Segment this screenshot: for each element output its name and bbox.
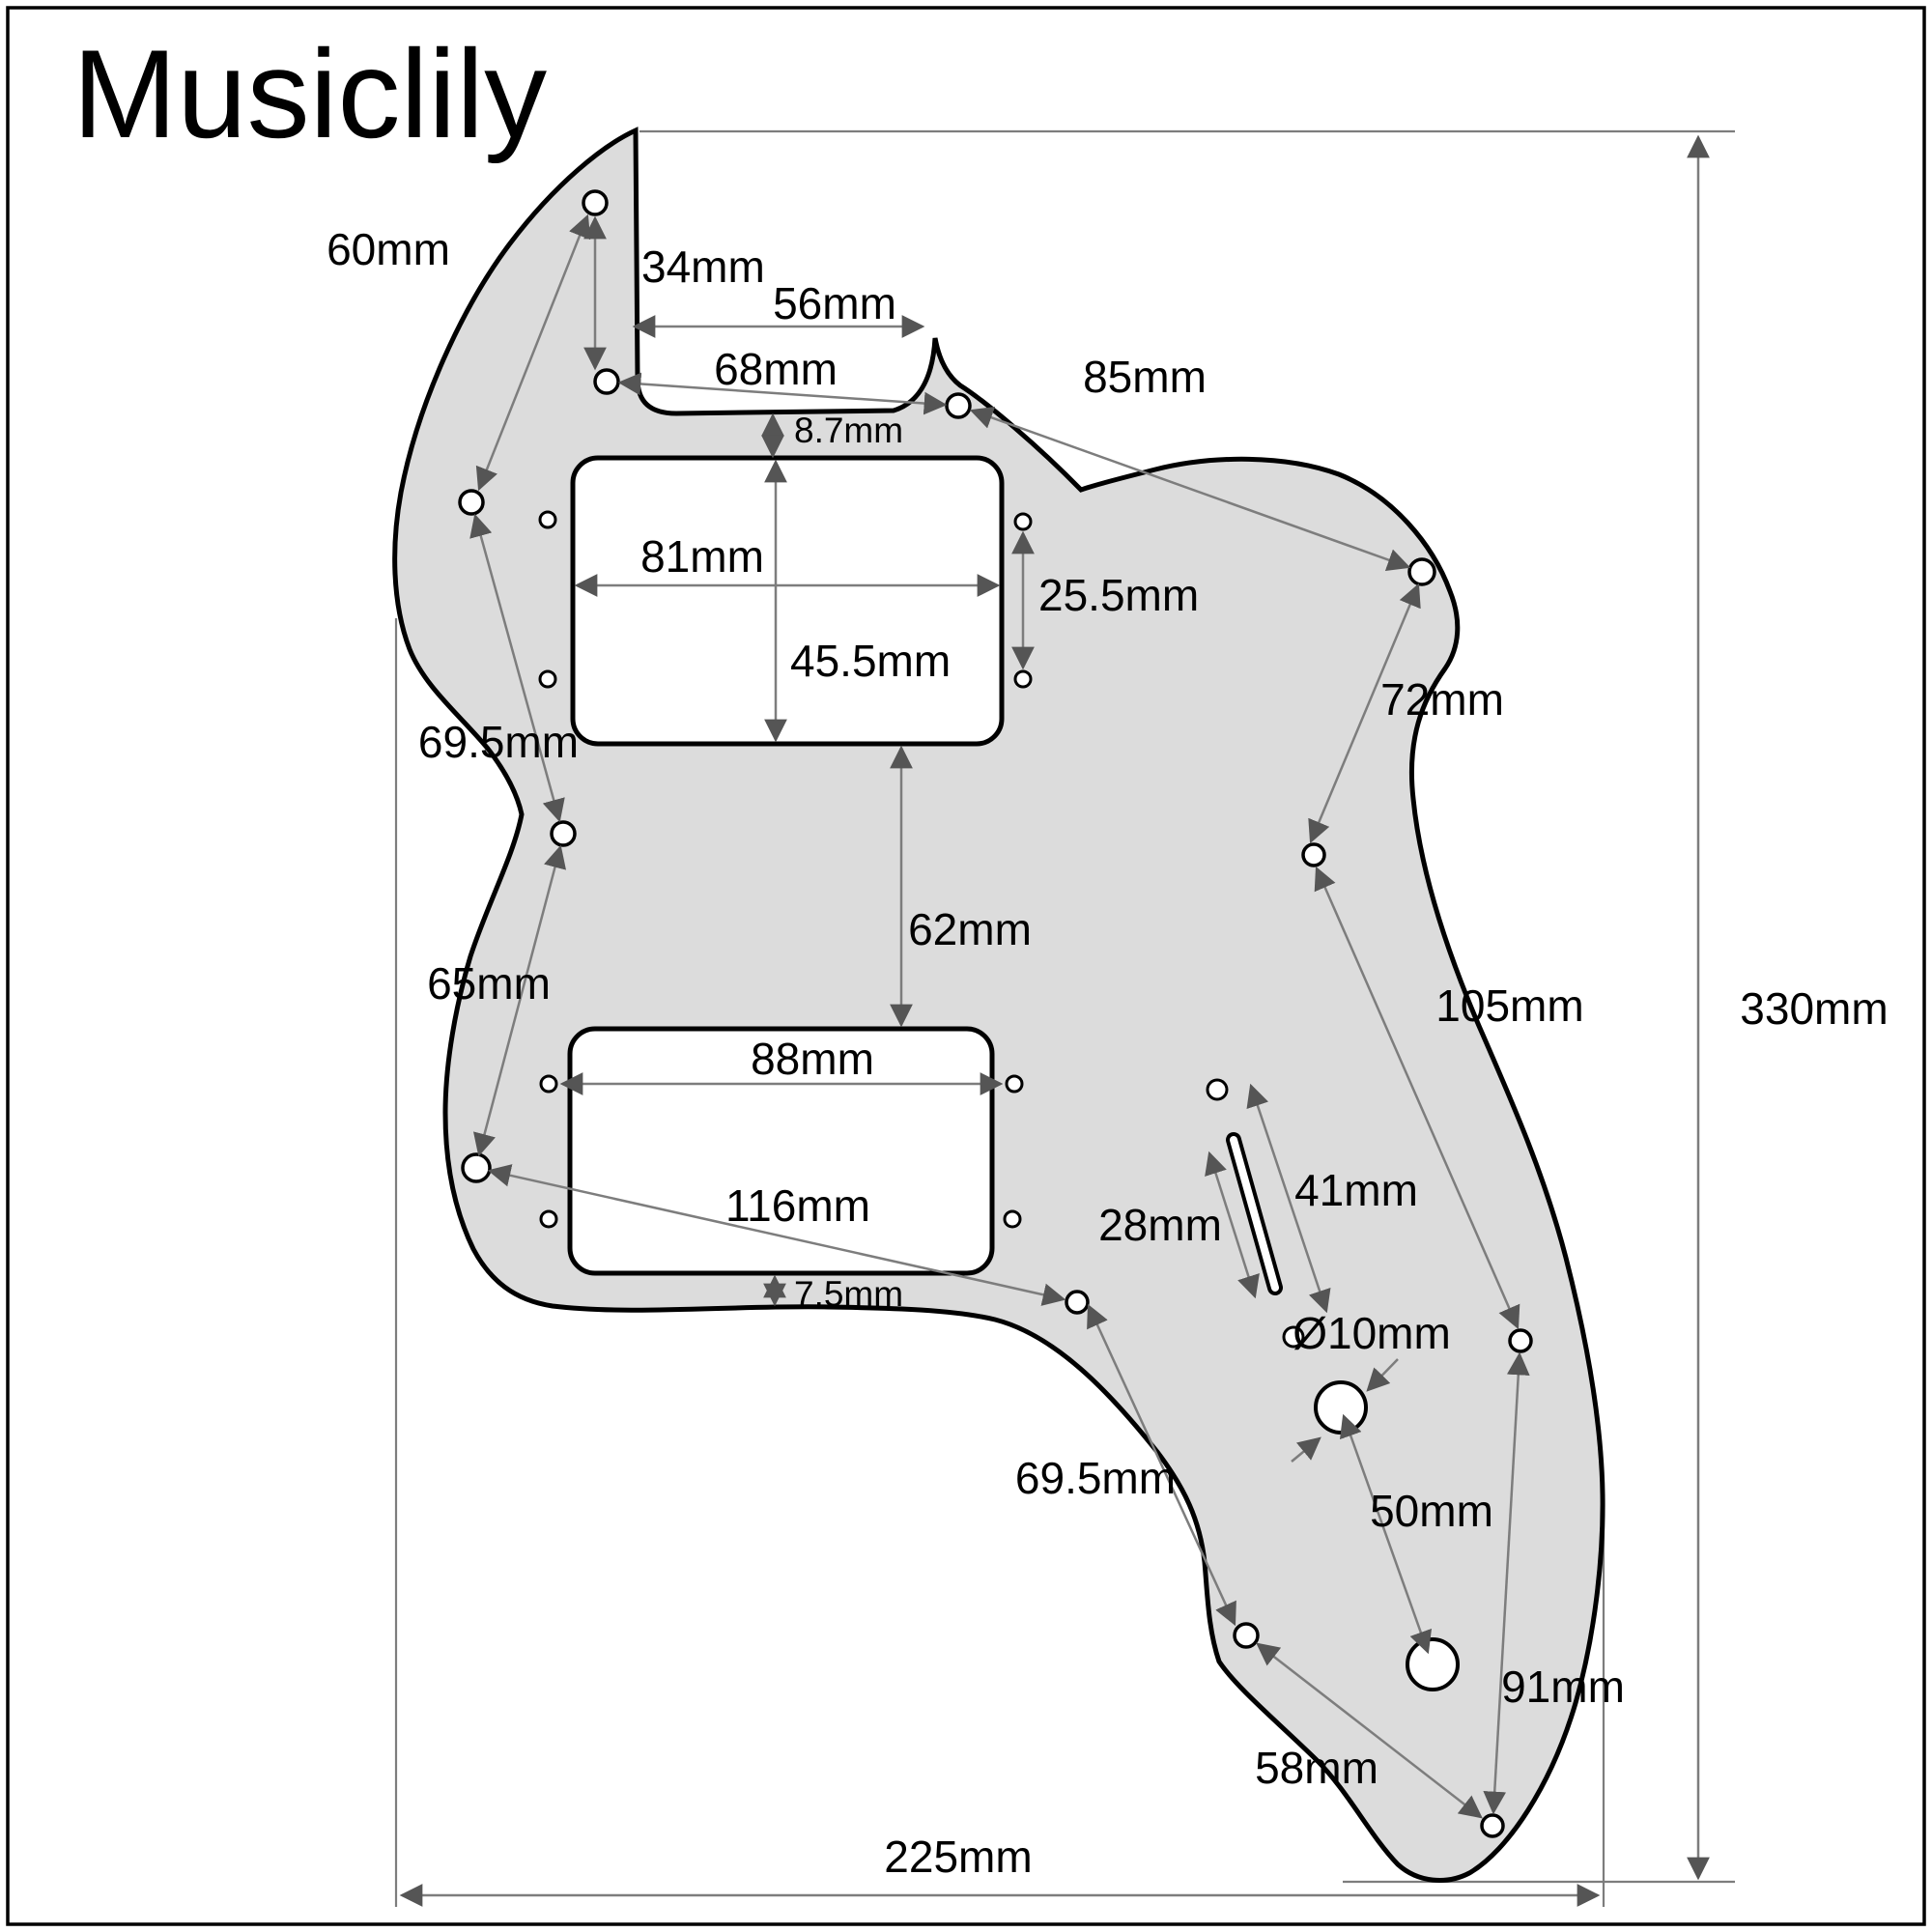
- extension-lines: [394, 129, 1735, 1907]
- dim-line-69.5mm-a: [469, 513, 565, 823]
- dim-label-116mm: 116mm: [725, 1180, 870, 1231]
- dim-label-330mm: 330mm: [1740, 983, 1888, 1034]
- mounting-holes: [458, 189, 1533, 1838]
- dim-label-62mm: 62mm: [908, 904, 1032, 954]
- pot-hole-2: [1406, 1637, 1460, 1691]
- dim-label-81mm: 81mm: [640, 531, 764, 582]
- dim-label-225mm: 225mm: [884, 1832, 1032, 1882]
- dim-label-91mm: 91mm: [1501, 1662, 1625, 1712]
- dim-label-50mm: 50mm: [1370, 1486, 1493, 1536]
- dim-label-45.5mm: 45.5mm: [790, 636, 951, 686]
- dia-leader-1: [1366, 1358, 1399, 1392]
- pot-hole-1: [1314, 1380, 1368, 1435]
- dim-label-60mm: 60mm: [327, 224, 450, 274]
- dim-line-65mm: [472, 844, 567, 1157]
- dim-line-69.5mm-b: [1087, 1303, 1236, 1627]
- dim-line-58mm: [1256, 1642, 1483, 1819]
- dim-line-91mm: [1483, 1351, 1530, 1815]
- switch-screw-hole-top: [1206, 1078, 1229, 1101]
- switch-screw-hole-bottom: [1282, 1325, 1305, 1349]
- dim-label-88mm: 88mm: [751, 1034, 874, 1084]
- dim-line-41mm: [1246, 1083, 1331, 1314]
- dim-line-116mm: [487, 1164, 1066, 1306]
- dim-line-85mm: [969, 407, 1411, 571]
- dim-label-72mm: 72mm: [1380, 674, 1504, 724]
- dim-label-dia10mm: Ø10mm: [1293, 1308, 1451, 1358]
- dim-line-60mm: [475, 213, 591, 492]
- dim-label-65mm: 65mm: [427, 958, 551, 1009]
- dim-label-58mm: 58mm: [1255, 1743, 1378, 1793]
- dim-line-68mm: [617, 372, 948, 415]
- dim-label-41mm: 41mm: [1294, 1165, 1418, 1215]
- dim-label-25.5mm: 25.5mm: [1038, 570, 1199, 620]
- dimension-lines: [399, 134, 1710, 1907]
- dim-label-28mm: 28mm: [1098, 1200, 1222, 1250]
- dim-label-69.5mm-a: 69.5mm: [418, 717, 579, 767]
- dim-label-34mm: 34mm: [641, 242, 765, 292]
- dim-label-85mm: 85mm: [1083, 352, 1207, 402]
- dim-label-68mm: 68mm: [714, 344, 838, 394]
- dimension-labels: 34mm 60mm 56mm 68mm 85mm 8.7mm 81mm 25.5mm 45.5m…: [327, 224, 1889, 1882]
- brand-logo: Musiclily: [72, 23, 547, 164]
- pickguard-outline: [392, 127, 1605, 1883]
- dim-line-105mm: [1314, 866, 1520, 1330]
- neck-pickup-cutout: [570, 455, 1005, 747]
- dim-label-8.7mm: 8.7mm: [794, 411, 903, 450]
- dim-line-72mm: [1308, 582, 1421, 844]
- dim-label-105mm: 105mm: [1435, 980, 1583, 1031]
- dim-line-50mm: [1339, 1413, 1433, 1655]
- dim-label-7.5mm: 7.5mm: [794, 1274, 903, 1314]
- image-border: [6, 6, 1926, 1926]
- dim-label-56mm: 56mm: [773, 278, 896, 328]
- dia-leader-2: [1291, 1436, 1321, 1463]
- dim-label-69.5mm-b: 69.5mm: [1015, 1453, 1176, 1503]
